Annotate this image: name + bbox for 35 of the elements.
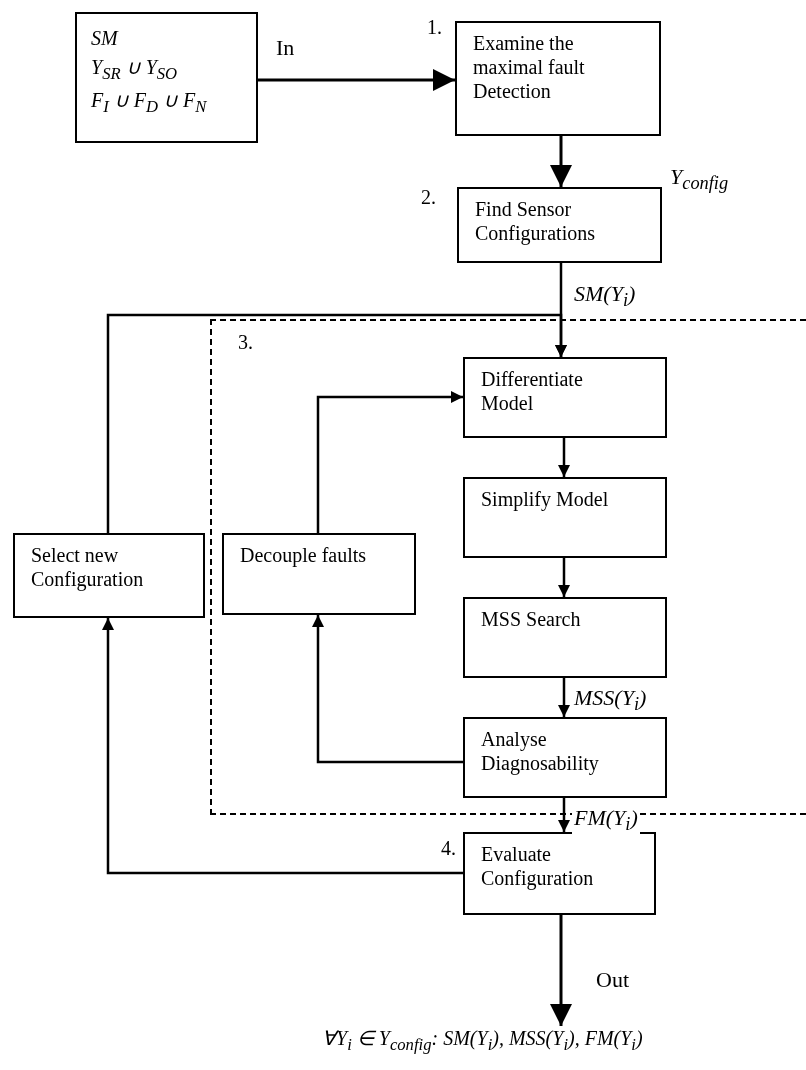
arrow — [316, 391, 463, 533]
output-text: ∀Y$_{i}$ ∈ Y$_{config}$: SM(Y$_{i}$), MSS(Y$_{i}$), FM(Y$_{i}$) — [322, 1026, 644, 1055]
arrow — [258, 69, 455, 91]
step-label: Simplify Model — [481, 487, 610, 511]
arrow — [312, 615, 463, 764]
step-number: 1. — [427, 15, 442, 39]
process-box — [222, 533, 416, 615]
input-formula: Y$_{SR}$ ∪ Y$_{SO}$ — [91, 55, 179, 85]
step-label: Evaluate Configuration — [481, 842, 595, 890]
step-label: Differentiate Model — [481, 367, 584, 415]
arrow — [550, 136, 572, 187]
step-number: 2. — [421, 185, 436, 209]
input-formula: F$_{I}$ ∪ F$_{D}$ ∪ F$_{N}$ — [91, 88, 208, 119]
input-formula: SM — [91, 26, 120, 51]
process-box — [463, 357, 667, 438]
arrow — [558, 678, 570, 717]
arrow — [550, 915, 572, 1026]
step-label: Select new Configuration — [31, 543, 145, 591]
arrow — [558, 438, 570, 477]
step-label: Analyse Diagnosability — [481, 727, 600, 775]
process-box — [463, 597, 667, 678]
step-number: 3. — [238, 331, 253, 354]
arrow — [106, 313, 567, 533]
step-label: Examine the maximal fault Detection — [473, 31, 586, 103]
arrow — [102, 618, 463, 875]
process-box — [463, 477, 667, 558]
arrow — [558, 558, 570, 597]
step-label: Decouple faults — [240, 543, 368, 567]
step-number: 4. — [441, 836, 456, 860]
process-box — [13, 533, 205, 618]
step-label: MSS Search — [481, 607, 582, 631]
step-label: Find Sensor Configurations — [475, 197, 596, 245]
arrow — [558, 798, 570, 832]
input-box — [75, 12, 258, 143]
process-box — [463, 717, 667, 798]
